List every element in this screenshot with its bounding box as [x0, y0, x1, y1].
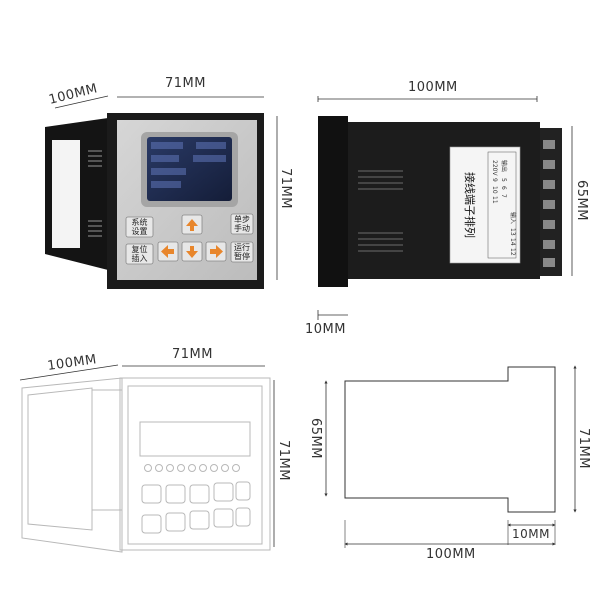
system-settings-button[interactable]: 系统 设置 — [125, 216, 154, 238]
front-flange — [318, 116, 348, 287]
depth-label: 100MM — [46, 352, 97, 374]
terminal-pin: 13 — [509, 228, 516, 236]
key-label: 设置 — [132, 226, 148, 236]
flange-label: 10MM — [305, 322, 346, 337]
side-sticker — [52, 140, 80, 248]
terminal-col-head: 220V — [491, 160, 498, 176]
terminal-pin: 11 — [491, 196, 498, 204]
panel-height-label: 71MM — [576, 428, 591, 469]
height-label: 71MM — [276, 440, 291, 481]
lcd-glow — [151, 142, 226, 188]
terminal-pin: 7 — [500, 194, 507, 198]
width-label: 71MM — [165, 76, 206, 91]
depth-label: 100MM — [408, 80, 458, 95]
outline-drawing: 65MM 71MM 10MM 100MM — [308, 365, 591, 562]
terminal-pin: 10 — [491, 186, 498, 194]
key-label: 运行 — [234, 242, 250, 252]
iso-leds — [144, 464, 240, 472]
side-view-photo: 接线端子排列 220V 9 10 11 输出 5 6 7 输入 13 14 12… — [305, 80, 589, 337]
terminal-col-head: 输出 — [500, 160, 508, 172]
keypad: 系统 设置 复位 插入 — [125, 213, 254, 265]
side-vent — [88, 150, 102, 237]
down-arrow-button[interactable] — [181, 241, 203, 262]
line-drawing-iso — [21, 377, 271, 553]
iso-front-bezel — [119, 377, 271, 551]
dim-line — [54, 95, 109, 109]
key-label: 单步 — [234, 214, 250, 224]
iso-dimensions: 100MM 71MM 71MM — [19, 347, 291, 547]
terminal-pin: 5 — [500, 178, 507, 182]
iso-keys — [141, 481, 251, 534]
body-height-label: 65MM — [308, 418, 323, 459]
key-label: 插入 — [132, 253, 148, 263]
terminal-screws — [543, 140, 555, 267]
key-label: 复位 — [132, 244, 148, 254]
left-arrow-button[interactable] — [157, 241, 179, 262]
reset-insert-button[interactable]: 复位 插入 — [125, 243, 154, 265]
left-arrow-icon — [161, 245, 174, 258]
key-label: 手动 — [234, 223, 250, 233]
terminal-table — [487, 151, 517, 259]
manual-step-button[interactable]: 单步 手动 — [230, 213, 254, 235]
terminal-pin: 12 — [509, 248, 516, 256]
run-pause-button[interactable]: 运行 暂停 — [230, 241, 254, 263]
terminal-label-title: 接线端子排列 — [463, 172, 477, 238]
key-label: 暂停 — [234, 251, 250, 261]
up-arrow-icon — [186, 219, 198, 231]
up-arrow-button[interactable] — [181, 214, 203, 235]
key-label: 系统 — [132, 217, 148, 227]
terminal-pin: 6 — [500, 186, 507, 190]
right-arrow-icon — [210, 245, 223, 258]
terminal-pin: 14 — [509, 238, 516, 246]
iso-display — [139, 421, 251, 457]
terminal-pin: 9 — [491, 178, 498, 182]
outline-shape — [344, 366, 556, 513]
flange-label: 10MM — [512, 527, 550, 541]
right-arrow-button[interactable] — [205, 241, 227, 262]
front-view-photo: 系统 设置 复位 插入 — [45, 76, 293, 289]
terminal-label — [449, 146, 521, 264]
terminal-col-head: 输入 — [509, 212, 517, 224]
iso-side — [21, 377, 123, 553]
down-arrow-icon — [186, 246, 198, 258]
width-label: 71MM — [172, 347, 213, 362]
depth-label: 100MM — [426, 547, 476, 562]
height-label: 71MM — [278, 168, 293, 209]
case-vent — [358, 170, 403, 252]
height-label: 65MM — [574, 180, 589, 221]
